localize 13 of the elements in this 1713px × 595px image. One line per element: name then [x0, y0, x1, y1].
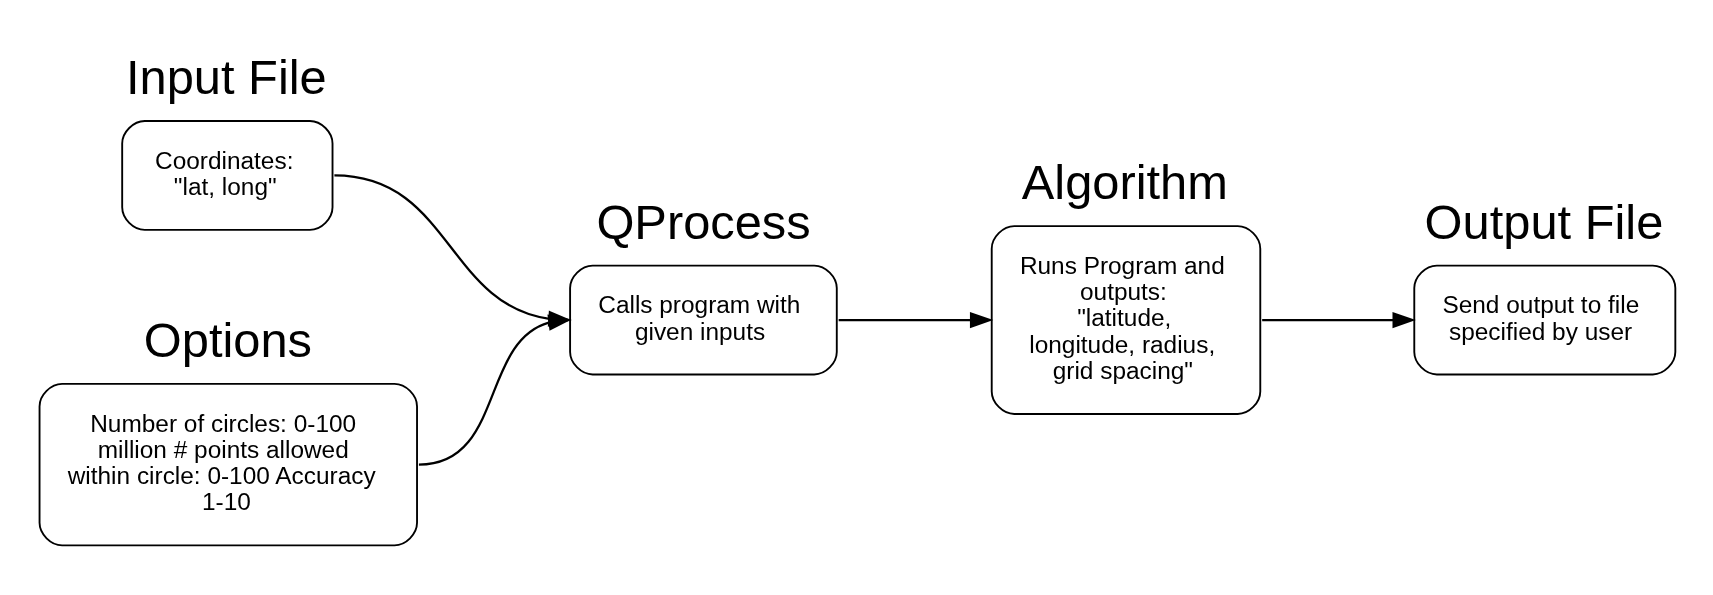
- node-label: Input File: [125, 50, 327, 105]
- node-box: Coordinates: "lat, long": [121, 120, 334, 231]
- node-label: Output File: [1424, 194, 1664, 249]
- node-label: QProcess: [596, 194, 811, 249]
- arrow: [1262, 311, 1416, 329]
- node-box: Calls program with given inputs: [569, 264, 838, 376]
- arrow: [418, 314, 572, 466]
- node-box: Runs Program and outputs: "latitude, longitude, radius, grid spacing": [990, 225, 1262, 415]
- node-label: Options: [143, 313, 313, 368]
- node-label: Algorithm: [1021, 155, 1228, 210]
- node-box: Send output to file specified by user: [1413, 264, 1677, 376]
- arrow: [838, 311, 994, 329]
- node-box: Number of circles: 0-100 million # points allowed within circle: 0-100 Accuracy 1-10: [38, 382, 418, 547]
